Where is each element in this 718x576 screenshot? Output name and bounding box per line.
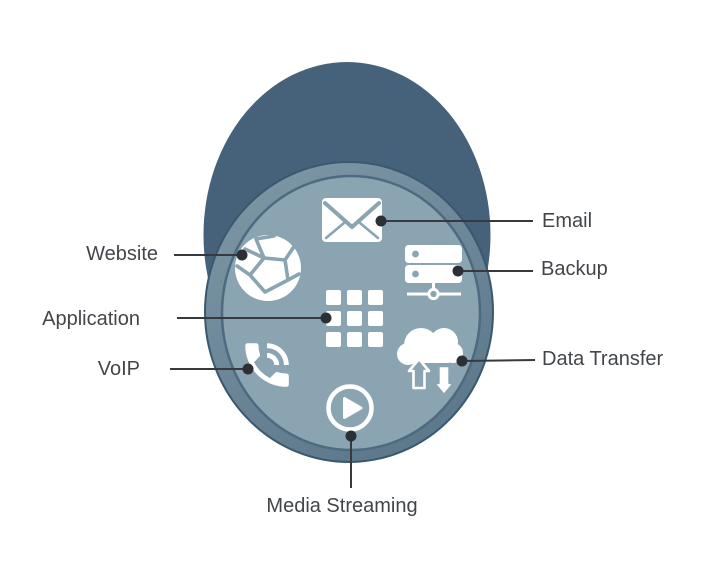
label-website: Website [86, 243, 158, 265]
server-icon [405, 245, 462, 301]
label-backup: Backup [541, 258, 608, 280]
connector-email [375, 215, 533, 227]
connector-dot [236, 249, 248, 261]
connector-media-streaming [345, 430, 357, 488]
phone-icon [245, 343, 289, 387]
cloud-arrows-icon [397, 328, 463, 397]
label-media-streaming: Media Streaming [266, 495, 417, 517]
connector-dot [452, 265, 464, 277]
label-email: Email [542, 210, 592, 232]
label-voip: VoIP [98, 358, 140, 380]
connector-voip [170, 363, 254, 375]
connector-dot [375, 215, 387, 227]
connector-backup [452, 265, 533, 277]
connector-dot [242, 363, 254, 375]
label-data-transfer: Data Transfer [542, 348, 664, 370]
connector-dot [320, 312, 332, 324]
envelope-icon [322, 198, 382, 242]
connector-data-transfer [456, 355, 536, 367]
connector-dot [456, 355, 468, 367]
globe-icon [235, 234, 301, 301]
connector-dot [345, 430, 357, 442]
grid-icon [326, 290, 383, 347]
connector-application [177, 312, 332, 324]
play-icon [326, 384, 374, 432]
label-application: Application [42, 308, 140, 330]
connector-website [174, 249, 248, 261]
